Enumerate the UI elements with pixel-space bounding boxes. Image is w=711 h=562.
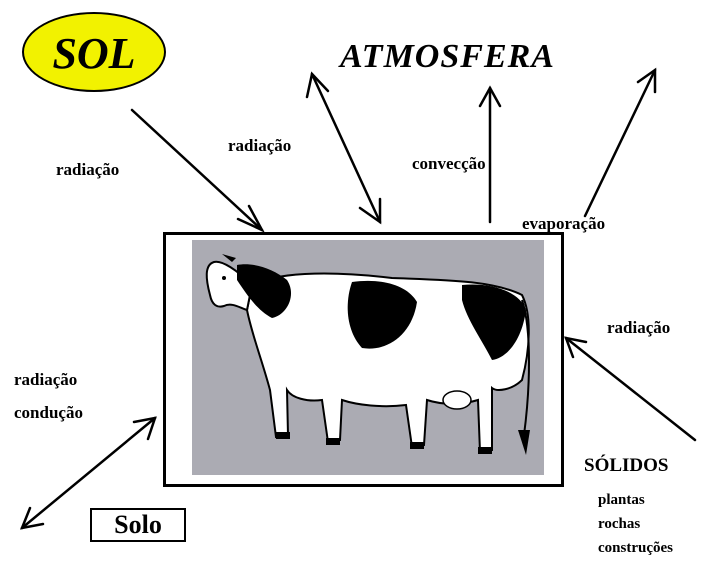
arrow-solids-radiation	[564, 336, 697, 442]
radiation-sun-label: radiação	[56, 160, 120, 179]
cow-illustration	[205, 254, 530, 455]
solids-item-plants: plantas	[598, 492, 645, 508]
conduction-label: condução	[14, 403, 83, 422]
arrow-convection	[478, 85, 502, 224]
cow-image-panel	[192, 240, 544, 475]
solids-item-rocks: rochas	[598, 516, 641, 532]
arrow-evaporation	[583, 67, 657, 218]
arrow-sun-radiation	[130, 108, 265, 233]
solids-title: SÓLIDOS	[584, 455, 669, 476]
soil-label: Solo	[114, 510, 162, 539]
radiation-top-label: radiação	[228, 136, 292, 155]
radiation-right-label: radiação	[607, 318, 671, 337]
sun-label: SOL	[52, 29, 136, 78]
arrow-soil-conduction	[19, 416, 157, 530]
sun-ellipse	[22, 12, 166, 92]
arrow-atmosphere-radiation	[305, 71, 382, 225]
atmosphere-label: ATMOSFERA	[340, 38, 555, 75]
convection-label: convecção	[412, 154, 486, 173]
soil-box	[90, 508, 186, 542]
evaporation-label: evaporação	[522, 214, 606, 233]
solids-item-buildings: construções	[598, 540, 673, 556]
radiation-left-label: radiação	[14, 370, 78, 389]
